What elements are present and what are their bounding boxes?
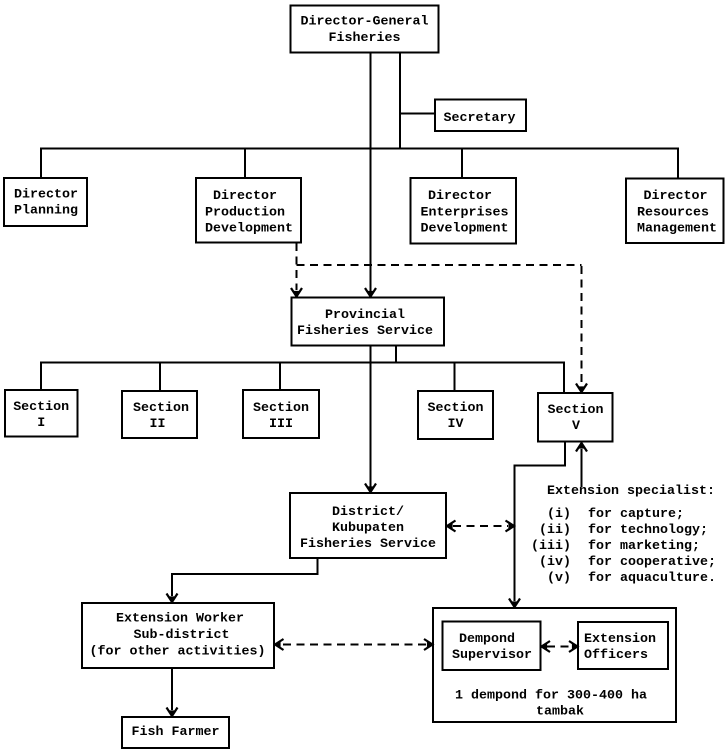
- svg-text:Director: Director: [213, 189, 277, 204]
- svg-text:Provincial: Provincial: [325, 308, 405, 323]
- svg-text:Planning: Planning: [14, 204, 78, 219]
- svg-text:for technology;: for technology;: [588, 523, 708, 538]
- svg-text:for aquaculture.: for aquaculture.: [588, 571, 716, 586]
- svg-text:III: III: [269, 417, 293, 432]
- svg-text:II: II: [150, 417, 166, 432]
- svg-text:Development: Development: [205, 222, 293, 237]
- svg-text:(ii): (ii): [539, 523, 571, 538]
- svg-text:Secretary: Secretary: [444, 111, 516, 126]
- svg-text:Section: Section: [253, 401, 309, 416]
- svg-text:V: V: [572, 419, 580, 434]
- svg-text:I: I: [37, 416, 45, 431]
- svg-text:Fish Farmer: Fish Farmer: [132, 725, 220, 740]
- svg-text:Section: Section: [548, 403, 604, 418]
- svg-text:Director-General: Director-General: [301, 15, 429, 30]
- svg-text:Supervisor: Supervisor: [452, 648, 532, 663]
- svg-text:(iii): (iii): [531, 539, 571, 554]
- svg-text:District/: District/: [332, 505, 404, 520]
- svg-text:Kubupaten: Kubupaten: [332, 521, 404, 536]
- svg-text:(v): (v): [547, 571, 571, 586]
- svg-text:(i): (i): [547, 507, 571, 522]
- svg-text:Fisheries: Fisheries: [329, 31, 401, 46]
- svg-text:Section: Section: [13, 400, 69, 415]
- svg-text:(for other activities): (for other activities): [90, 645, 266, 660]
- svg-text:(iv): (iv): [539, 555, 571, 570]
- svg-text:Director: Director: [428, 189, 492, 204]
- svg-text:IV: IV: [448, 417, 464, 432]
- svg-text:Section: Section: [428, 401, 484, 416]
- svg-text:Fisheries Service: Fisheries Service: [300, 537, 436, 552]
- svg-text:for marketing;: for marketing;: [588, 539, 700, 554]
- svg-text:Enterprises: Enterprises: [421, 206, 509, 221]
- svg-text:Management: Management: [637, 222, 717, 237]
- svg-text:Section: Section: [133, 401, 189, 416]
- svg-text:Extension specialist:: Extension specialist:: [547, 484, 715, 499]
- svg-text:Production: Production: [205, 206, 285, 221]
- svg-text:tambak: tambak: [536, 705, 584, 720]
- svg-text:Officers: Officers: [584, 648, 648, 663]
- svg-text:Sub-district: Sub-district: [134, 628, 230, 643]
- svg-text:for cooperative;: for cooperative;: [588, 555, 716, 570]
- svg-text:Extension: Extension: [584, 632, 656, 647]
- svg-text:Resources: Resources: [637, 206, 709, 221]
- svg-text:Fisheries Service: Fisheries Service: [297, 324, 433, 339]
- svg-text:for capture;: for capture;: [588, 507, 684, 522]
- svg-text:1 dempond for 300-400 ha: 1 dempond for 300-400 ha: [455, 689, 647, 704]
- svg-text:Director: Director: [14, 188, 78, 203]
- svg-text:Director: Director: [644, 189, 708, 204]
- svg-text:Dempond: Dempond: [459, 632, 515, 647]
- svg-text:Development: Development: [421, 222, 509, 237]
- svg-text:Extension Worker: Extension Worker: [116, 612, 244, 627]
